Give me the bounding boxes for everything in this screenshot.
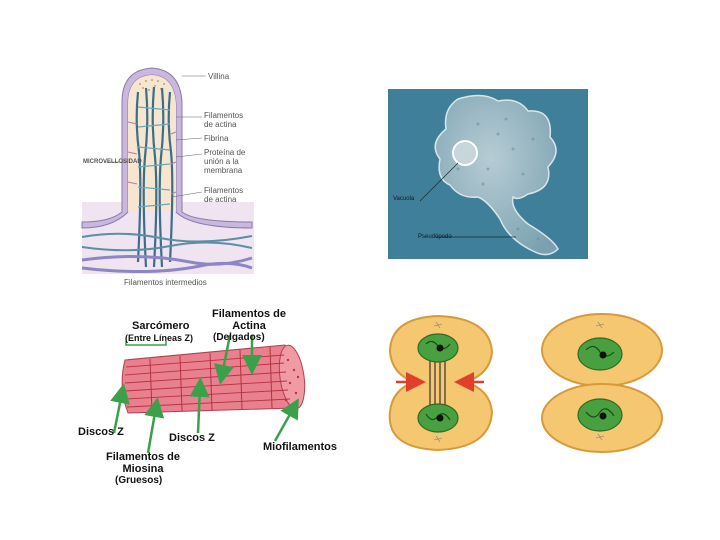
- microvillus-illustration: [81, 67, 254, 274]
- label-discos-z-mid: Discos Z: [169, 432, 215, 444]
- cell-division-diagram: [388, 312, 688, 454]
- label-delgados: (Delgados): [213, 332, 265, 343]
- label-pseudopodo: Pseudópodo: [418, 234, 452, 240]
- amoeba-illustration: [388, 89, 588, 259]
- label-entre-lineas-z: (Entre Líneas Z): [125, 333, 194, 343]
- label-filamentos-miosina: Filamentos de Miosina: [106, 451, 180, 475]
- label-fibrina: Fibrina: [204, 134, 229, 143]
- muscle-fiber-illustration: [110, 334, 306, 454]
- label-microvellosidad: MICROVELLOSIDAD: [83, 159, 142, 165]
- microvillus-diagram: Villina Filamentos de actina Fibrina Pro…: [80, 62, 340, 292]
- label-filamentos-actina: Filamentos de Actina: [212, 308, 286, 332]
- label-filamentos-intermedios: Filamentos intermedios: [124, 278, 207, 287]
- label-filamentos-actina-bottom: Filamentos de actina: [204, 186, 244, 204]
- label-sarcomero: Sarcómero: [132, 320, 190, 332]
- amoeba-micrograph: Vacuola Pseudópodo: [388, 89, 588, 259]
- label-gruesos: (Gruesos): [115, 475, 163, 486]
- label-miofilamentos: Miofilamentos: [263, 441, 337, 453]
- label-filamentos-actina-top: Filamentos de actina: [204, 111, 244, 129]
- label-proteina-union: Proteína de unión a la membrana: [204, 148, 246, 175]
- label-villina: Villina: [208, 72, 230, 81]
- label-vacuola: Vacuola: [393, 196, 415, 202]
- label-discos-z-left: Discos Z: [78, 426, 124, 438]
- cell-division-illustration: [388, 313, 663, 453]
- muscle-fiber-diagram: Sarcómero (Entre Líneas Z) Filamentos de…: [70, 305, 360, 490]
